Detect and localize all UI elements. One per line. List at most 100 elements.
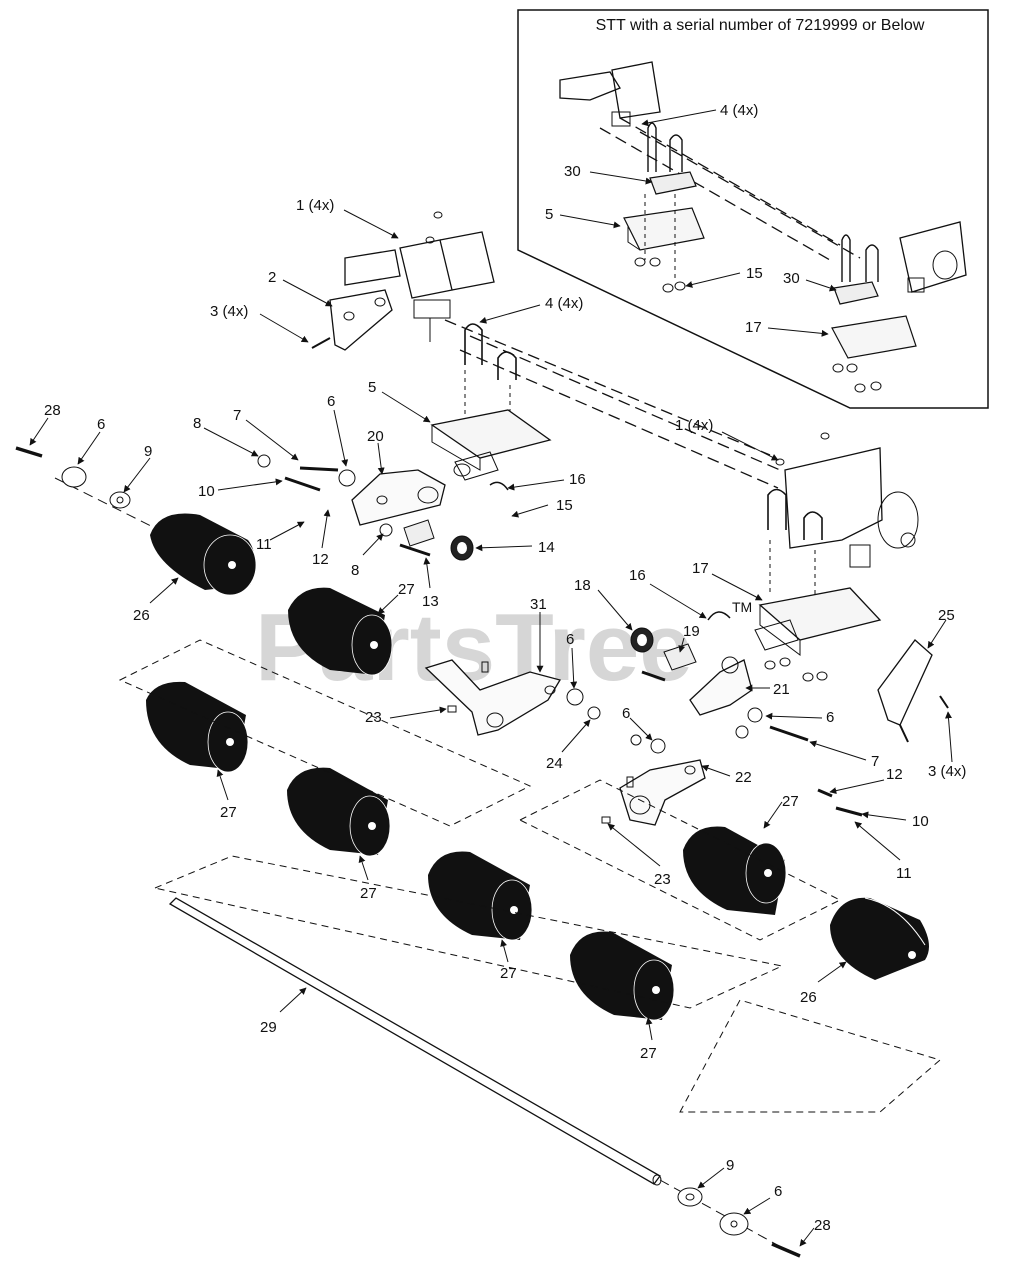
- svg-text:4 (4x): 4 (4x): [720, 102, 758, 119]
- svg-text:8: 8: [193, 415, 201, 432]
- svg-text:1 (4x): 1 (4x): [296, 197, 334, 214]
- svg-text:12: 12: [312, 551, 329, 568]
- roller-27-b: [146, 681, 249, 773]
- callout-15-a: 15: [511, 497, 573, 518]
- svg-text:28: 28: [44, 402, 61, 419]
- svg-text:12: 12: [886, 766, 903, 783]
- svg-text:1 (4x): 1 (4x): [675, 417, 713, 434]
- callout-27-d: 27: [358, 855, 377, 902]
- callout-7-a: 7: [233, 407, 299, 461]
- inset-title: STT with a serial number of 7219999 or B…: [596, 17, 925, 34]
- callout-8-b: 8: [351, 533, 384, 579]
- svg-text:7: 7: [233, 407, 241, 424]
- svg-text:25: 25: [938, 607, 955, 624]
- roller-27-f: [683, 826, 787, 915]
- callouts: 1 (4x) 2 3 (4x) 4 (4x) 5 28 6 9 8 7 6 20…: [29, 197, 966, 1247]
- svg-text:27: 27: [782, 793, 799, 810]
- callout-10-b: 10: [861, 811, 929, 830]
- callout-6-a: 6: [77, 416, 105, 465]
- roller-27-c: [287, 767, 391, 857]
- callout-28-top: 28: [29, 402, 61, 446]
- inset-callout-17: 17: [745, 319, 829, 337]
- callout-13: 13: [422, 557, 439, 610]
- inset-panel: STT with a serial number of 7219999 or B…: [517, 9, 989, 409]
- shaft-29: [168, 897, 662, 1186]
- svg-text:26: 26: [133, 607, 150, 624]
- svg-text:5: 5: [545, 206, 553, 223]
- callout-21: 21: [745, 681, 790, 698]
- callout-9-top: 9: [123, 443, 152, 493]
- roller-27-a: [288, 587, 393, 676]
- svg-text:9: 9: [144, 443, 152, 460]
- callout-6-b: 6: [327, 393, 349, 467]
- callout-20: 20: [367, 428, 385, 475]
- svg-text:27: 27: [500, 965, 517, 982]
- inset-callout-4: 4 (4x): [641, 102, 758, 127]
- svg-text:5: 5: [368, 379, 376, 396]
- callout-29: 29: [260, 987, 307, 1036]
- svg-text:TM: TM: [732, 599, 752, 615]
- callout-16-b: 16: [629, 567, 707, 619]
- callout-1-b: 1 (4x): [675, 417, 779, 461]
- roller-set: [15, 446, 942, 1258]
- svg-text:13: 13: [422, 593, 439, 610]
- svg-text:3 (4x): 3 (4x): [928, 763, 966, 780]
- svg-text:2: 2: [268, 269, 276, 286]
- svg-text:23: 23: [654, 871, 671, 888]
- svg-text:9: 9: [726, 1157, 734, 1174]
- svg-text:6: 6: [327, 393, 335, 410]
- svg-text:7: 7: [871, 753, 879, 770]
- callout-19: 19: [678, 623, 700, 653]
- svg-text:16: 16: [629, 567, 646, 584]
- svg-text:6: 6: [566, 631, 574, 648]
- svg-text:11: 11: [256, 536, 272, 553]
- roller-27-d: [428, 851, 533, 941]
- inset-callout-30-lower: 30: [783, 270, 837, 292]
- svg-text:10: 10: [912, 813, 929, 830]
- inset-callout-15: 15: [685, 265, 763, 288]
- callout-10-a: 10: [198, 478, 283, 500]
- callout-18: 18: [574, 577, 633, 631]
- svg-text:30: 30: [783, 270, 800, 287]
- callout-26-a: 26: [133, 577, 179, 624]
- callout-4: 4 (4x): [479, 295, 583, 324]
- svg-text:8: 8: [351, 562, 359, 579]
- frame-assembly: [344, 211, 919, 682]
- callout-23-b: 23: [607, 823, 671, 888]
- svg-text:6: 6: [826, 709, 834, 726]
- callout-8-a: 8: [193, 415, 259, 457]
- callout-11-b: 11: [854, 821, 912, 882]
- callout-28-bottom: 28: [799, 1217, 831, 1247]
- svg-text:22: 22: [735, 769, 752, 786]
- inset-callout-30-upper: 30: [564, 163, 653, 185]
- svg-text:4 (4x): 4 (4x): [545, 295, 583, 312]
- callout-16-a: 16: [507, 471, 586, 491]
- callout-17: 17: [692, 560, 763, 601]
- svg-text:17: 17: [692, 560, 709, 577]
- svg-text:30: 30: [564, 163, 581, 180]
- svg-text:15: 15: [556, 497, 573, 514]
- end-roller-right: [830, 897, 929, 980]
- callout-11-a: 11: [256, 521, 305, 553]
- callout-24: 24: [546, 719, 591, 772]
- callout-27-b: 27: [763, 793, 799, 829]
- left-arm-assembly: [257, 289, 509, 561]
- callout-3: 3 (4x): [210, 303, 309, 343]
- callout-26-b: 26: [800, 961, 847, 1006]
- lever-assemblies: [424, 659, 706, 826]
- svg-text:23: 23: [365, 709, 382, 726]
- svg-text:20: 20: [367, 428, 384, 445]
- callout-6-e: 6: [622, 705, 653, 741]
- svg-text:27: 27: [220, 804, 237, 821]
- svg-text:28: 28: [814, 1217, 831, 1234]
- svg-text:19: 19: [683, 623, 700, 640]
- svg-text:10: 10: [198, 483, 215, 500]
- callout-12-a: 12: [312, 509, 331, 568]
- callout-27-f: 27: [640, 1017, 657, 1062]
- svg-text:24: 24: [546, 755, 563, 772]
- svg-text:29: 29: [260, 1019, 277, 1036]
- svg-text:14: 14: [538, 539, 555, 556]
- svg-text:18: 18: [574, 577, 591, 594]
- callout-25: 25: [927, 607, 955, 649]
- callout-5: 5: [368, 379, 431, 423]
